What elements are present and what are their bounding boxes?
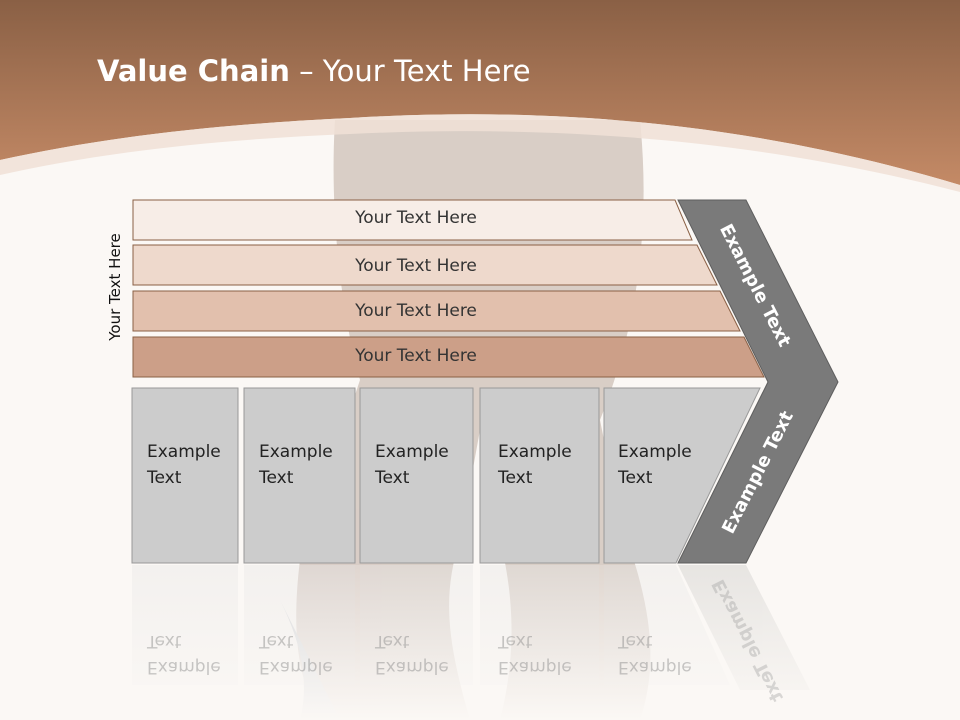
box-4-reflection-line1: Example <box>498 657 572 677</box>
reflection-fade <box>120 565 840 720</box>
box-3 <box>359 387 474 564</box>
box-4 <box>479 387 600 564</box>
box-3-reflection-line2: Text <box>375 631 410 651</box>
box-2-reflection: Example Text <box>259 628 333 680</box>
box-3-line2: Text <box>375 468 410 488</box>
box-1-line1: Example <box>147 442 221 462</box>
box-2 <box>243 387 356 564</box>
box-5-reflection-line2: Text <box>618 631 653 651</box>
band-4-label: Your Text Here <box>355 346 477 366</box>
chevron <box>677 199 839 564</box>
box-4-line1: Example <box>498 442 572 462</box>
band-1 <box>132 199 693 241</box>
header-band <box>0 0 960 185</box>
box-2-reflection-line1: Example <box>259 657 333 677</box>
side-label: Your Text Here <box>106 233 124 341</box>
box-1 <box>131 387 239 564</box>
box-1-line2: Text <box>147 468 182 488</box>
box-4-reflection-line2: Text <box>498 631 533 651</box>
header-swoosh <box>0 114 960 192</box>
box-4-reflection: Example Text <box>498 628 572 680</box>
box-4-line2: Text <box>498 468 533 488</box>
box-2-reflection-line2: Text <box>259 631 294 651</box>
box-5-line2: Text <box>618 468 653 488</box>
band-4 <box>132 336 765 378</box>
box-3-reflection: Example Text <box>375 628 449 680</box>
band-3-label: Your Text Here <box>355 301 477 321</box>
band-2 <box>132 244 718 286</box>
band-3 <box>132 290 741 332</box>
box-5-reflection-line1: Example <box>618 657 692 677</box>
box-5-line1: Example <box>618 442 692 462</box>
box-1-reflection-line1: Example <box>147 657 221 677</box>
box-2-line2: Text <box>259 468 294 488</box>
box-2-line1: Example <box>259 442 333 462</box>
box-1-reflection-line2: Text <box>147 631 182 651</box>
box-5 <box>603 387 761 564</box>
box-1-reflection: Example Text <box>147 628 221 680</box>
slide-title: Value Chain – Your Text Here <box>97 54 531 88</box>
title-bold: Value Chain <box>97 54 290 88</box>
box-3-line1: Example <box>375 442 449 462</box>
box-3-reflection-line1: Example <box>375 657 449 677</box>
box-5-reflection: Example Text <box>618 628 692 680</box>
band-1-label: Your Text Here <box>355 208 477 228</box>
band-2-label: Your Text Here <box>355 256 477 276</box>
title-rest: – Your Text Here <box>289 54 531 88</box>
